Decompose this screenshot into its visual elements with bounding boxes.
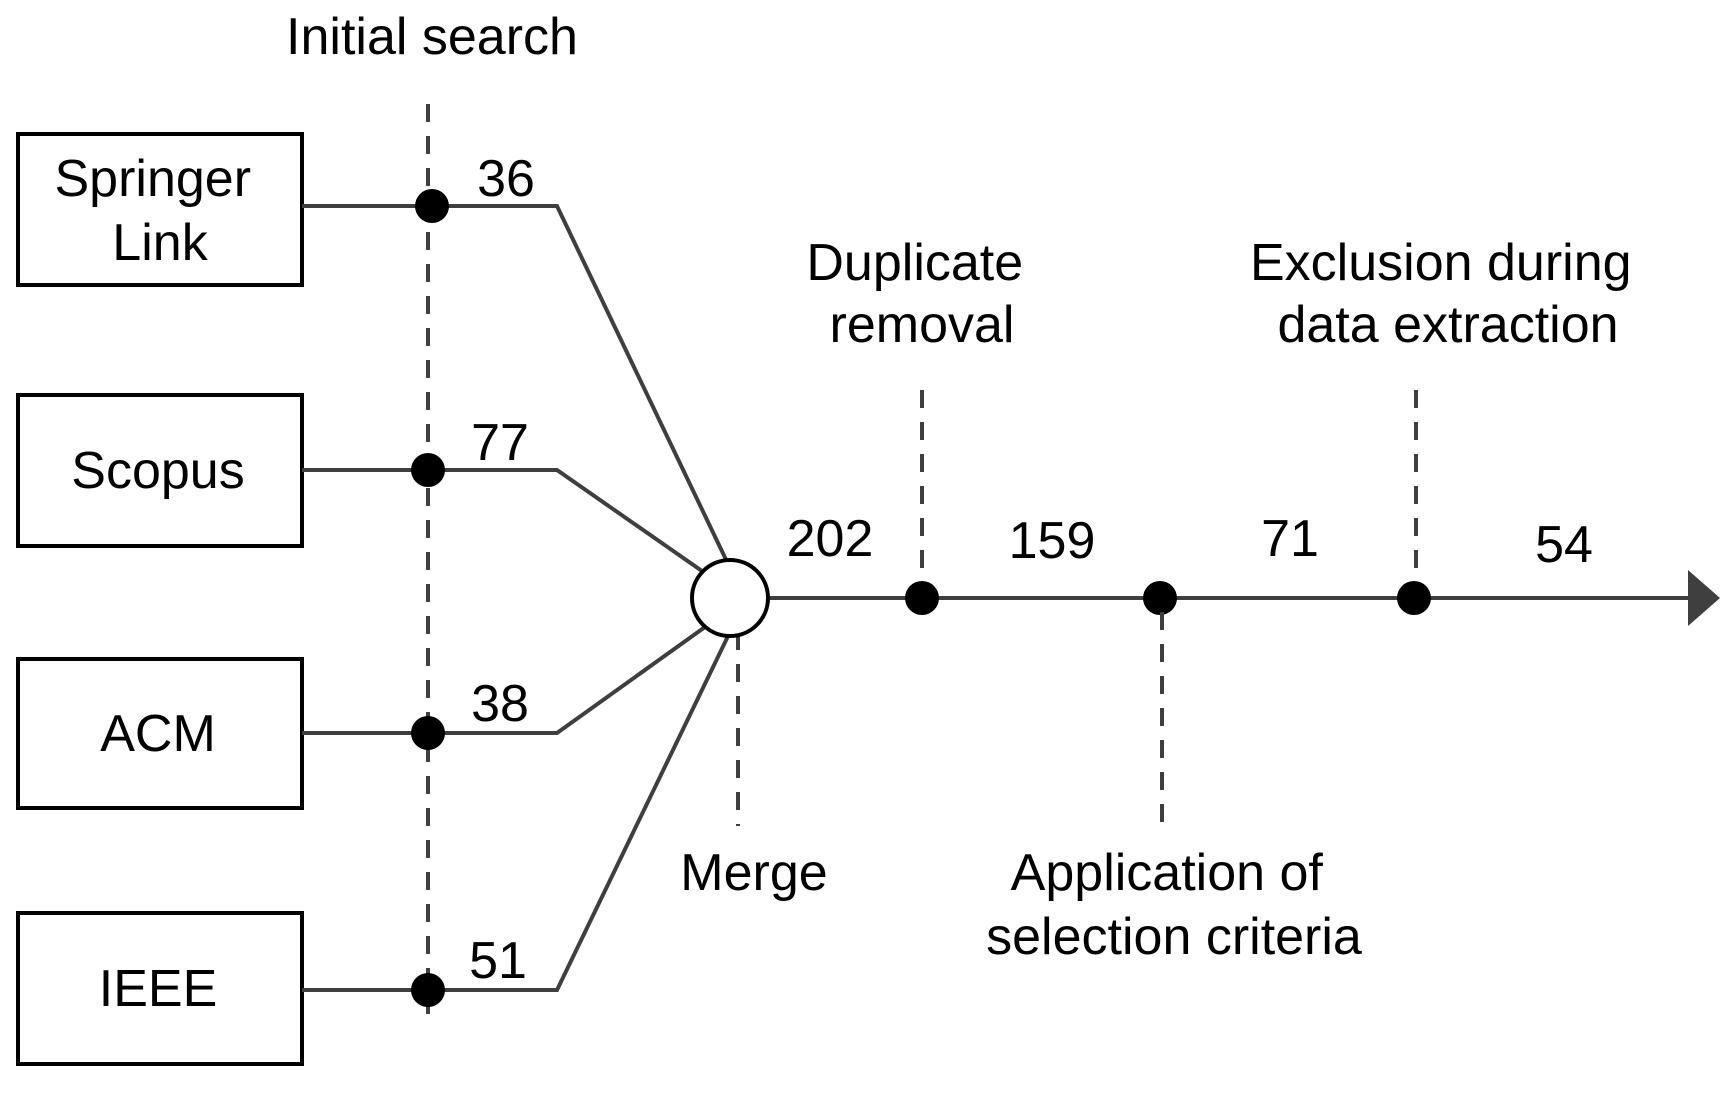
merge-count: 202 — [787, 510, 874, 568]
source-edge — [302, 620, 714, 735]
source-box — [16, 657, 304, 810]
search-dot — [415, 189, 449, 223]
exclusion-dot — [1397, 581, 1431, 615]
source-box — [16, 911, 304, 1066]
exclusion-count: 54 — [1535, 516, 1593, 574]
duplicate-removal-dot — [905, 581, 939, 615]
selection-criteria-count: 71 — [1261, 510, 1319, 568]
source-count: 51 — [469, 932, 527, 990]
source-count: 77 — [471, 414, 529, 472]
initial-search-label: Initial search — [286, 8, 578, 66]
source-edge — [302, 468, 714, 580]
source-box-label: ACM — [100, 705, 216, 763]
source-box — [16, 393, 304, 548]
duplicate-removal-label: Duplicate removal — [806, 234, 1037, 354]
selection-criteria-label: Application of selection criteria — [986, 844, 1362, 966]
source-box-label: Springer Link — [54, 150, 265, 272]
search-dot — [411, 973, 445, 1007]
source-scopus: Scopus 77 — [16, 393, 714, 580]
source-box-label: IEEE — [99, 960, 218, 1018]
search-dot — [411, 716, 445, 750]
source-ieee: IEEE 51 — [16, 631, 732, 1066]
source-box-label: Scopus — [71, 442, 244, 500]
merge-node — [690, 558, 770, 638]
source-count: 36 — [477, 150, 535, 208]
source-box — [16, 132, 304, 287]
source-springer-link: Springer Link 36 — [16, 132, 732, 569]
duplicate-removal-count: 159 — [1009, 512, 1096, 570]
source-acm: ACM 38 — [16, 620, 714, 810]
exclusion-label: Exclusion during data extraction — [1250, 234, 1646, 354]
selection-criteria-dot — [1143, 581, 1177, 615]
pipeline-arrowhead — [1688, 570, 1720, 626]
merge-label: Merge — [680, 844, 827, 902]
source-edge — [302, 204, 732, 569]
source-count: 38 — [471, 675, 529, 733]
search-dot — [411, 453, 445, 487]
source-edge — [302, 631, 732, 992]
